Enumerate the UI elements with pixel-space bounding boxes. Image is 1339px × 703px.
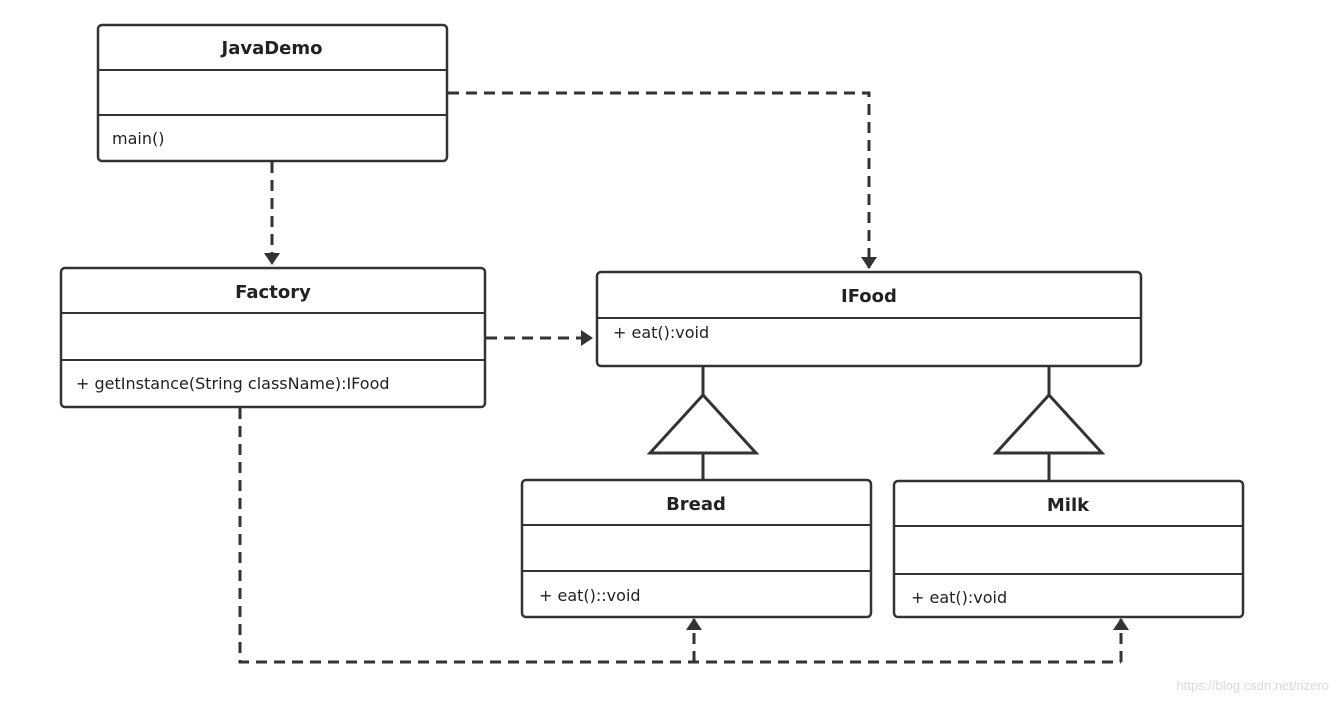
- dependency-javademo-to-ifood: [448, 91, 877, 269]
- generalization-milk-to-ifood: [992, 367, 1106, 480]
- class-javademo[interactable]: JavaDemo main(): [96, 23, 449, 163]
- generalization-bread-to-ifood: [646, 367, 760, 480]
- class-factory[interactable]: Factory + getInstance(String className):…: [59, 266, 487, 409]
- class-name: Milk: [1047, 495, 1090, 516]
- class-methods: + eat():void: [911, 588, 1007, 607]
- class-milk[interactable]: Milk + eat():void: [892, 479, 1245, 619]
- class-methods: + eat()::void: [539, 586, 641, 605]
- class-name: IFood: [841, 286, 897, 307]
- class-name: Bread: [666, 494, 726, 515]
- class-bread[interactable]: Bread + eat()::void: [520, 478, 873, 619]
- dependency-factory-to-products: [238, 408, 1121, 664]
- class-name: Factory: [235, 282, 311, 303]
- class-methods: + eat():void: [613, 323, 709, 342]
- class-methods: main(): [112, 129, 164, 148]
- class-name: JavaDemo: [220, 38, 323, 59]
- interface-ifood[interactable]: IFood + eat():void: [595, 270, 1143, 368]
- class-methods: + getInstance(String className):IFood: [76, 374, 390, 393]
- watermark-text: https://blog.csdn.net/rizero: [1177, 678, 1329, 693]
